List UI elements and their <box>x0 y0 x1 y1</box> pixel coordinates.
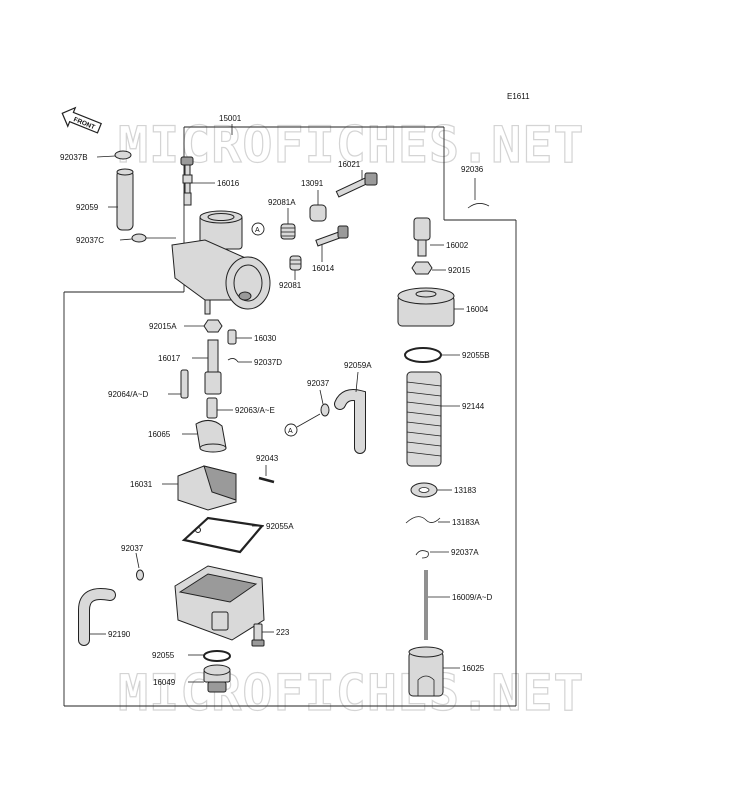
label-92036: 92036 <box>461 165 484 174</box>
svg-text:A: A <box>255 227 260 234</box>
label-92043: 92043 <box>256 454 279 463</box>
part-92055B <box>404 347 442 363</box>
part-223 <box>251 623 265 647</box>
part-16030 <box>227 329 237 345</box>
ref-marker-a-mid: A <box>284 413 321 437</box>
label-92055B: 92055B <box>462 351 490 360</box>
label-92037B: 92037B <box>60 153 88 162</box>
label-92064: 92064/A~D <box>108 390 148 399</box>
part-92081 <box>289 255 302 271</box>
ref-marker-a-top: A <box>251 222 265 236</box>
part-92015A <box>203 319 223 333</box>
part-92055 <box>203 650 231 662</box>
part-92043 <box>258 476 275 484</box>
part-92037-low <box>136 569 144 581</box>
label-92055: 92055 <box>152 651 175 660</box>
label-92059A: 92059A <box>344 361 372 370</box>
part-92059 <box>116 168 134 231</box>
part-16025 <box>408 646 444 697</box>
label-92037A: 92037A <box>451 548 479 557</box>
label-13183A: 13183A <box>452 518 480 527</box>
label-16002: 16002 <box>446 241 469 250</box>
part-92037B <box>114 150 132 160</box>
label-16009: 16009/A~D <box>452 593 492 602</box>
part-92036 <box>467 203 490 209</box>
label-92037D: 92037D <box>254 358 282 367</box>
label-92015A: 92015A <box>149 322 177 331</box>
label-92037-low: 92037 <box>121 544 144 553</box>
label-16025: 16025 <box>462 664 485 673</box>
part-16049 <box>203 664 231 693</box>
label-92144: 92144 <box>462 402 485 411</box>
label-223: 223 <box>276 628 290 637</box>
part-92037-mid <box>320 403 330 417</box>
part-92144 <box>406 371 442 467</box>
part-16014 <box>315 225 349 247</box>
label-92063: 92063/A~E <box>235 406 275 415</box>
label-16049: 16049 <box>153 678 176 687</box>
label-16016: 16016 <box>217 179 240 188</box>
watermark-bottom: MICROFICHES.NET <box>118 664 585 722</box>
svg-text:A: A <box>288 428 293 435</box>
diagram-code: E1611 <box>507 92 530 101</box>
label-13183: 13183 <box>454 486 477 495</box>
label-16065: 16065 <box>148 430 171 439</box>
label-92081A: 92081A <box>268 198 296 207</box>
part-92037A <box>415 550 429 559</box>
label-16031: 16031 <box>130 480 153 489</box>
part-16021 <box>335 172 378 198</box>
part-16017 <box>204 339 222 395</box>
part-carburetor-body <box>171 210 271 315</box>
label-92015: 92015 <box>448 266 471 275</box>
label-16021: 16021 <box>338 160 361 169</box>
label-16030: 16030 <box>254 334 277 343</box>
label-15001: 15001 <box>219 114 242 123</box>
label-92059: 92059 <box>76 203 99 212</box>
label-13091: 13091 <box>301 179 324 188</box>
part-float-bowl <box>174 565 265 641</box>
label-92037C: 92037C <box>76 236 104 245</box>
label-92190: 92190 <box>108 630 131 639</box>
part-16004 <box>397 287 455 327</box>
label-16014: 16014 <box>312 264 335 273</box>
label-92081: 92081 <box>279 281 302 290</box>
label-16017: 16017 <box>158 354 181 363</box>
part-16031 <box>177 465 237 511</box>
part-92015 <box>411 261 433 275</box>
part-92081A <box>280 223 296 240</box>
part-16065 <box>195 420 227 453</box>
part-13091 <box>309 204 327 222</box>
label-16004: 16004 <box>466 305 489 314</box>
part-92037D <box>227 358 239 363</box>
part-13183 <box>410 482 438 498</box>
label-92037: 92037 <box>307 379 330 388</box>
label-92055A: 92055A <box>266 522 294 531</box>
part-92055A <box>181 516 265 554</box>
part-92037C <box>131 233 147 243</box>
part-16002 <box>413 217 431 257</box>
part-16016 <box>180 156 194 206</box>
part-92063 <box>206 397 218 419</box>
part-92190 <box>78 588 116 646</box>
part-92059A <box>334 389 366 454</box>
part-13183A <box>405 516 441 524</box>
watermark-top: MICROFICHES.NET <box>118 116 585 174</box>
part-92064 <box>180 369 189 399</box>
front-arrow-icon: FRONT <box>61 106 102 134</box>
